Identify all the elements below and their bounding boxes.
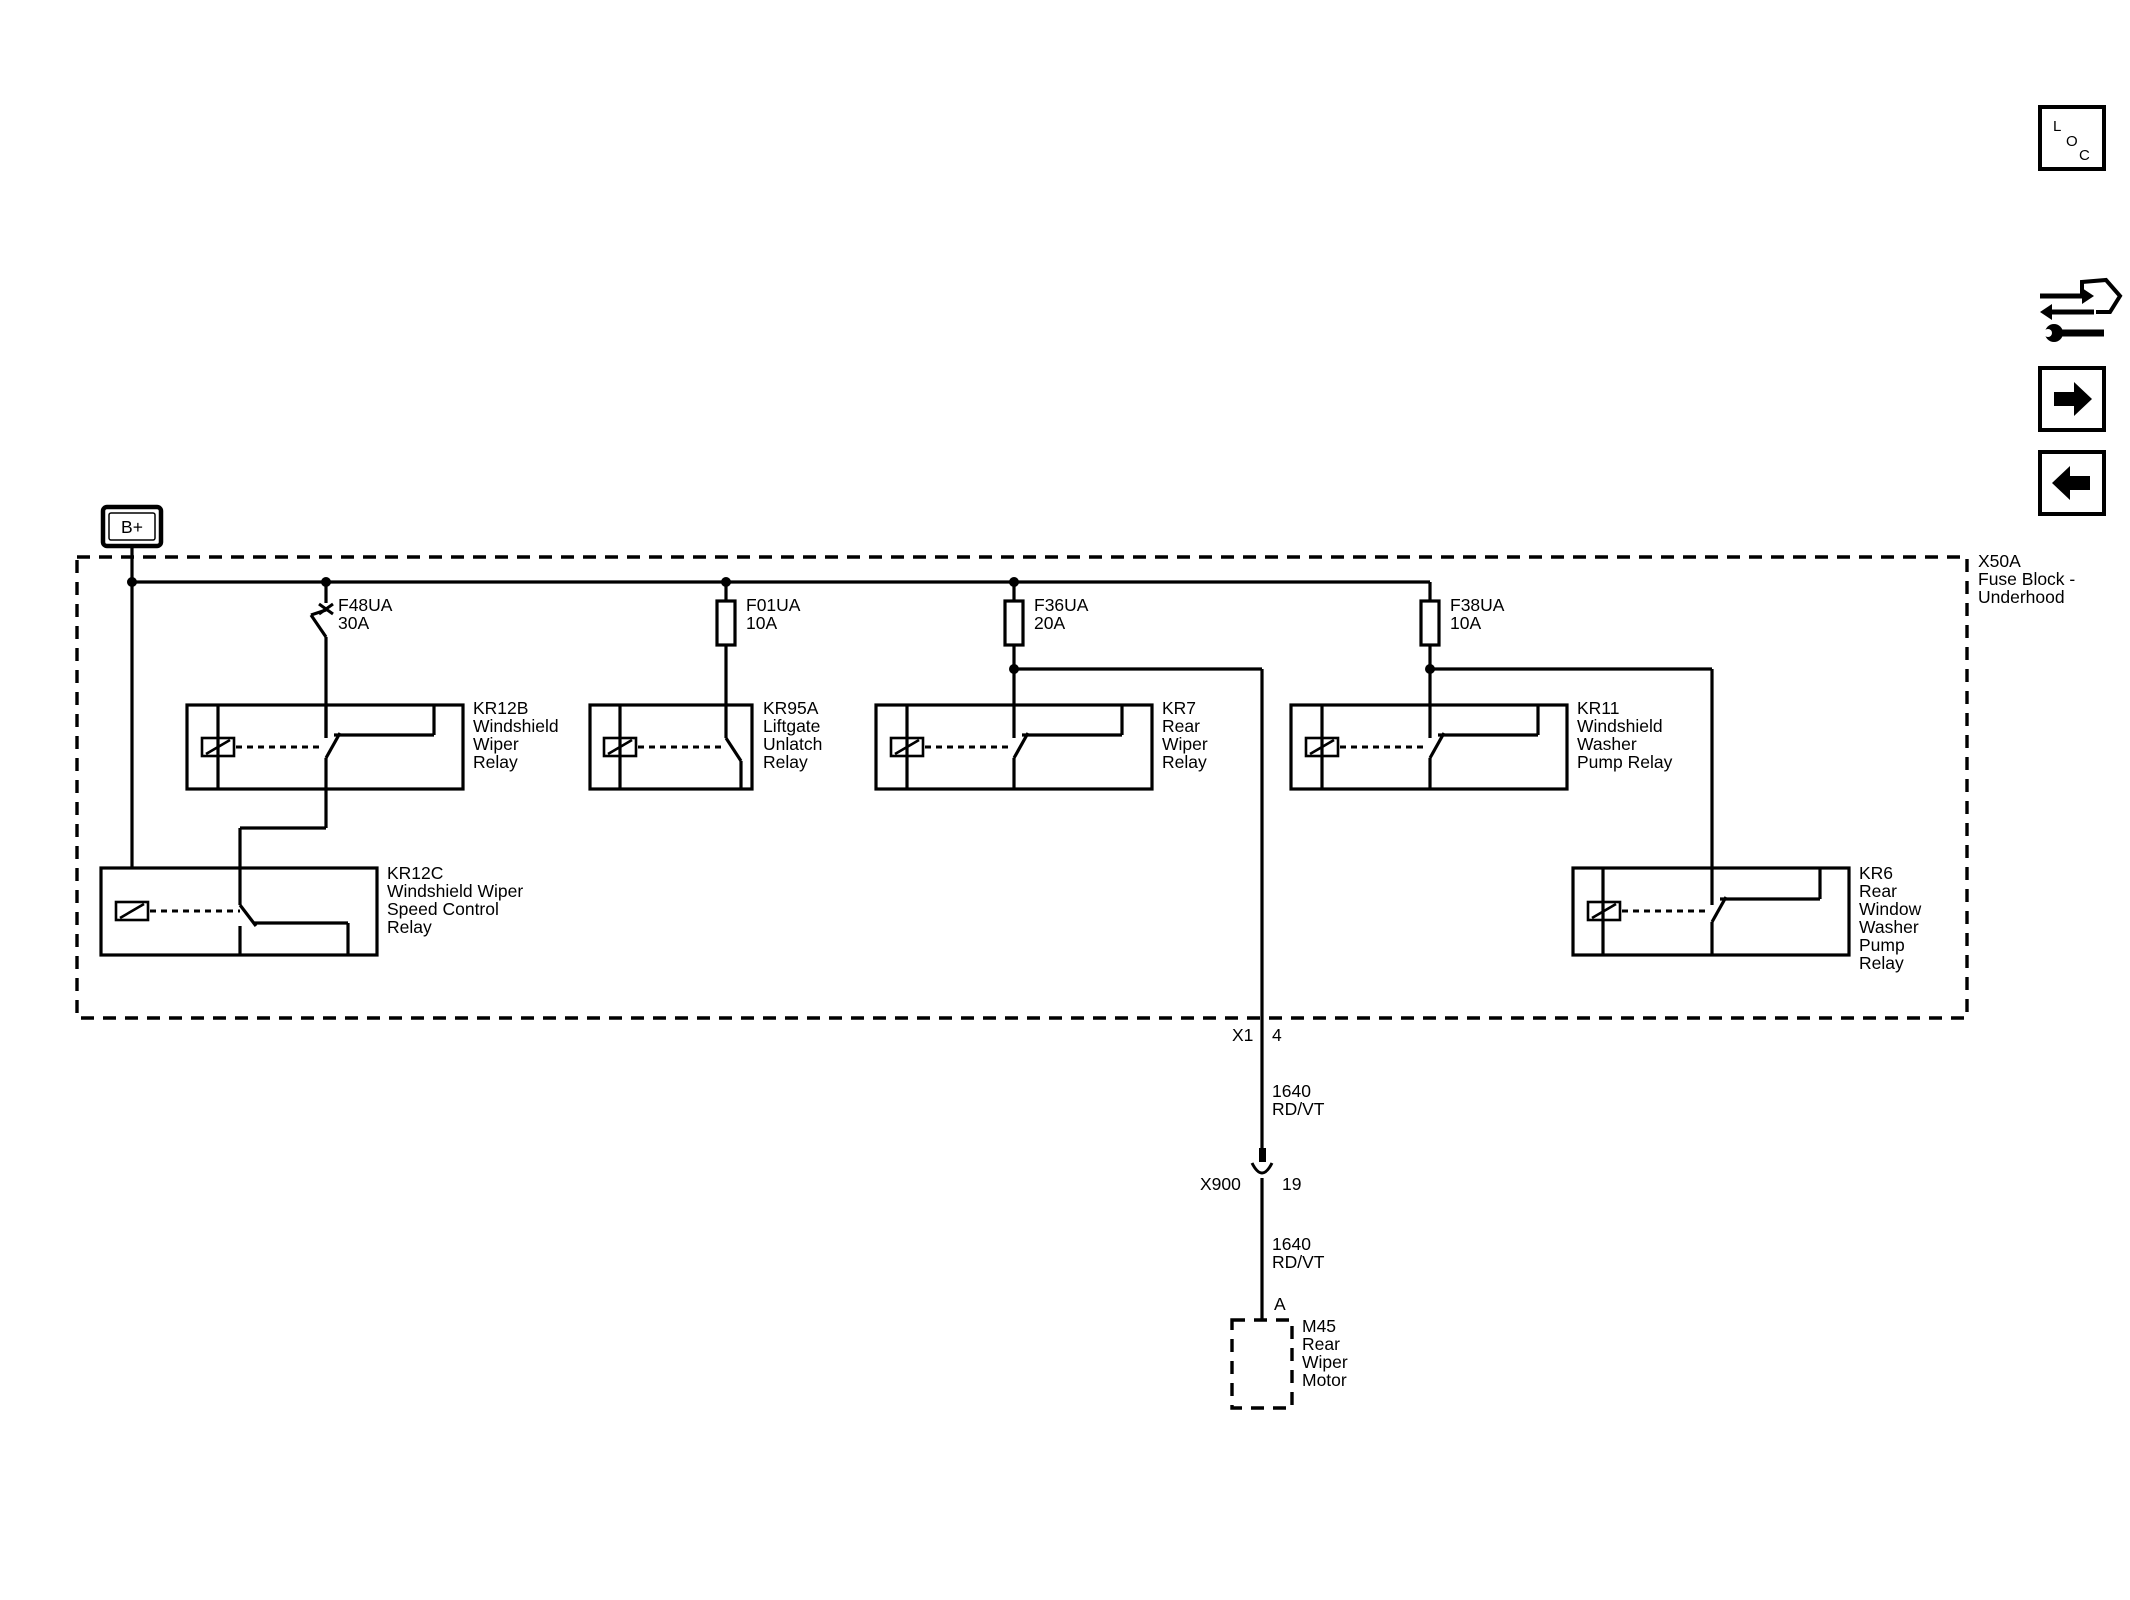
relay-kr7 <box>874 703 1154 791</box>
kr95a-label-1: KR95A <box>763 698 819 718</box>
component-locator-icon[interactable]: L O C <box>2038 105 2106 171</box>
kr6-label-1: KR6 <box>1859 863 1893 883</box>
fuse-f48ua-rating: 30A <box>338 613 369 633</box>
kr6-label-2: Rear <box>1859 881 1897 901</box>
next-page-icon[interactable] <box>2038 366 2106 432</box>
fuse-f38ua-rating: 10A <box>1450 613 1481 633</box>
kr95a-label-4: Relay <box>763 752 808 772</box>
kr11-label-2: Windshield <box>1577 716 1663 736</box>
x1-connector-pin: 4 <box>1272 1025 1282 1045</box>
kr6-label-4: Washer <box>1859 917 1919 937</box>
kr11-label-1: KR11 <box>1577 698 1619 718</box>
power-bus <box>127 546 1430 868</box>
loc-letter-l: L <box>2053 118 2061 135</box>
kr12c-label-3: Speed Control <box>387 899 499 919</box>
kr12b-label-3: Wiper <box>473 734 519 754</box>
relay-kr6 <box>1571 866 1851 957</box>
loc-letter-o: O <box>2066 133 2078 150</box>
battery-label: B+ <box>121 517 143 537</box>
kr7-label-3: Wiper <box>1162 734 1208 754</box>
kr12b-label-4: Relay <box>473 752 518 772</box>
fuse-block-name-1: Fuse Block - <box>1978 569 2075 589</box>
m45-pin: A <box>1274 1294 1286 1314</box>
m45-label-3: Wiper <box>1302 1352 1348 1372</box>
loc-letter-c: C <box>2079 147 2090 164</box>
m45-label-4: Motor <box>1302 1370 1347 1390</box>
fuse-block-outline <box>75 555 1969 1020</box>
kr12c-label-2: Windshield Wiper <box>387 881 523 901</box>
x900-connector-pin: 19 <box>1282 1174 1301 1194</box>
fuse-f01ua <box>715 582 737 738</box>
fuse-f38ua-id: F38UA <box>1450 595 1505 615</box>
kr7-label-4: Relay <box>1162 752 1207 772</box>
kr11-label-3: Washer <box>1577 734 1637 754</box>
wire1-color: RD/VT <box>1272 1099 1325 1119</box>
kr7-label-1: KR7 <box>1162 698 1196 718</box>
fuse-f36ua-rating: 20A <box>1034 613 1065 633</box>
motor-m45 <box>1230 1318 1294 1410</box>
kr7-label-2: Rear <box>1162 716 1200 736</box>
fuse-f36ua-id: F36UA <box>1034 595 1089 615</box>
kr11-label-4: Pump Relay <box>1577 752 1673 772</box>
m45-label-1: M45 <box>1302 1316 1336 1336</box>
kr95a-label-3: Unlatch <box>763 734 822 754</box>
fuse-f48ua-id: F48UA <box>338 595 393 615</box>
relay-kr12b <box>185 703 465 828</box>
fuse-f01ua-id: F01UA <box>746 595 801 615</box>
kr6-label-5: Pump <box>1859 935 1905 955</box>
m45-label-2: Rear <box>1302 1334 1340 1354</box>
kr12b-label-2: Windshield <box>473 716 559 736</box>
kr6-label-3: Window <box>1859 899 1922 919</box>
kr12b-label-1: KR12B <box>473 698 528 718</box>
wire1-circuit: 1640 <box>1272 1081 1311 1101</box>
fuse-f38ua <box>1419 582 1714 905</box>
kr6-label-6: Relay <box>1859 953 1904 973</box>
relay-kr95a <box>588 703 754 791</box>
relay-kr12c <box>99 826 379 957</box>
diagnostic-tools-icon[interactable] <box>2040 277 2123 342</box>
wire2-circuit: 1640 <box>1272 1234 1311 1254</box>
fuse-f01ua-rating: 10A <box>746 613 777 633</box>
kr12c-label-4: Relay <box>387 917 432 937</box>
battery-terminal: B+ <box>100 504 164 549</box>
fuse-f36ua <box>1003 582 1264 1160</box>
relay-kr11 <box>1289 703 1569 791</box>
wire2-color: RD/VT <box>1272 1252 1325 1272</box>
kr95a-label-2: Liftgate <box>763 716 820 736</box>
previous-page-icon[interactable] <box>2038 450 2106 516</box>
fuse-block-id: X50A <box>1978 551 2021 571</box>
kr12c-label-1: KR12C <box>387 863 443 883</box>
rear-wiper-circuit <box>1250 1148 1274 1320</box>
fuse-f48ua <box>309 582 334 738</box>
fuse-block-name-2: Underhood <box>1978 587 2065 607</box>
x1-connector-id: X1 <box>1232 1025 1253 1045</box>
x900-connector-id: X900 <box>1200 1174 1241 1194</box>
